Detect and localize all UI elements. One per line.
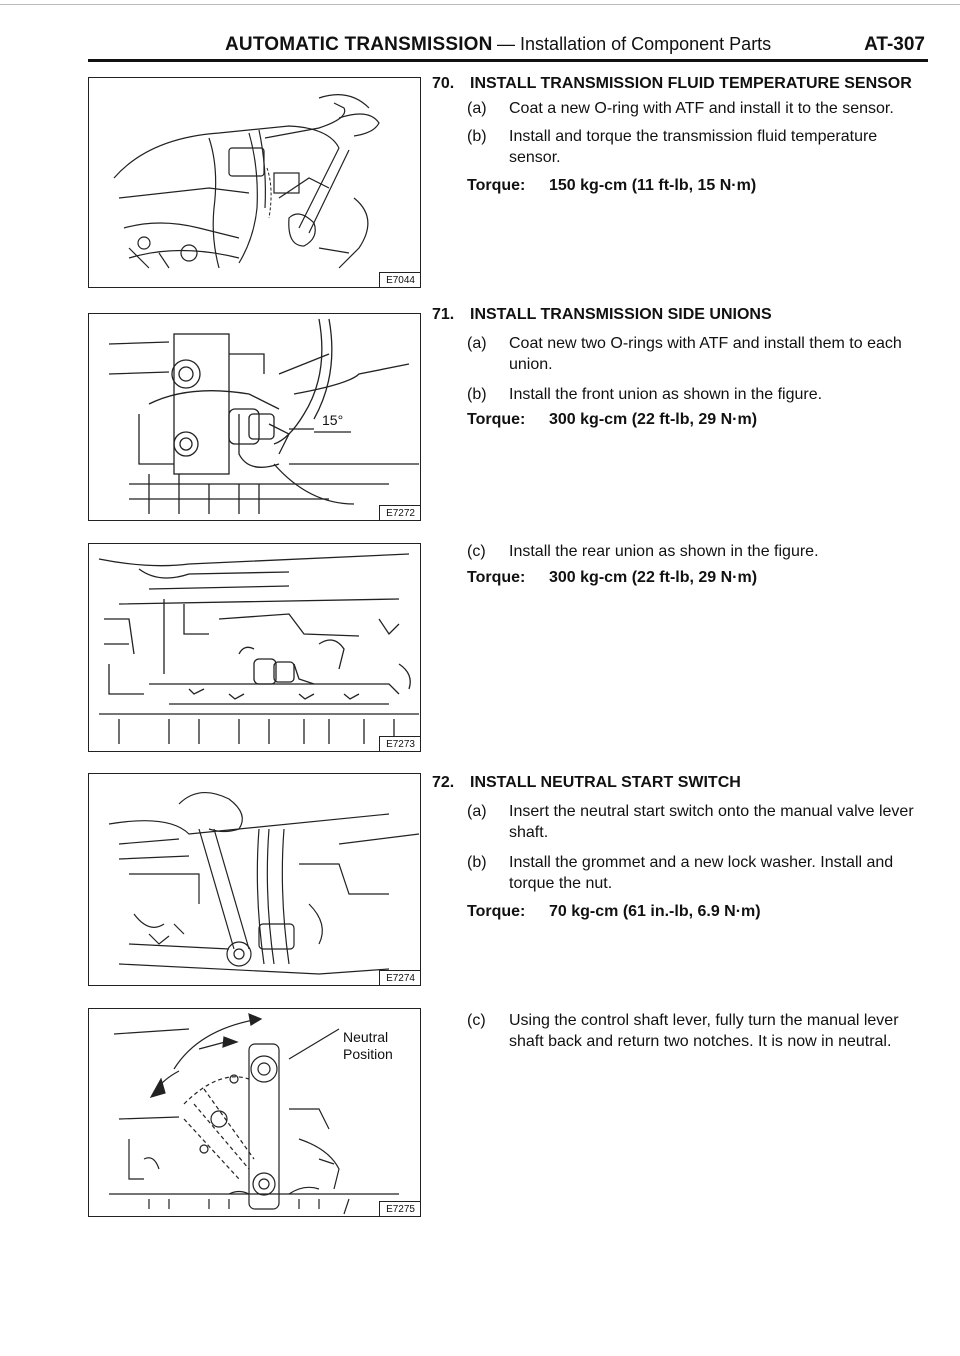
angle-label: 15° bbox=[322, 412, 344, 428]
step-70-title: 70.INSTALL TRANSMISSION FLUID TEMPERATUR… bbox=[432, 75, 912, 92]
step-70-item-b: (b) Install and torque the transmission … bbox=[467, 128, 878, 166]
figure-code: E7275 bbox=[379, 1201, 420, 1216]
step-70-item-a: (a) Coat a new O-ring with ATF and insta… bbox=[467, 100, 894, 117]
step-72-torque: Torque:70 kg-cm (61 in.-lb, 6.9 N·m) bbox=[467, 903, 761, 920]
step-72-item-a: (a) Insert the neutral start switch onto… bbox=[467, 803, 914, 841]
neutral-position-illustration bbox=[109, 1013, 399, 1215]
step-70-torque: Torque:150 kg-cm (11 ft-lb, 15 N·m) bbox=[467, 177, 757, 194]
sensor-install-illustration bbox=[113, 94, 380, 269]
section-title: AUTOMATIC TRANSMISSION bbox=[225, 34, 493, 55]
top-rule bbox=[0, 4, 960, 5]
figure-code: E7044 bbox=[379, 272, 420, 287]
figure-temperature-sensor: E7044 bbox=[88, 77, 421, 288]
page-header: AUTOMATIC TRANSMISSION — Installation of… bbox=[225, 30, 925, 58]
figure-rear-union: E7273 bbox=[88, 543, 421, 752]
rear-union-illustration bbox=[98, 553, 419, 744]
step-71-torque-rear: Torque:300 kg-cm (22 ft-lb, 29 N·m) bbox=[467, 569, 758, 586]
figure-code: E7272 bbox=[379, 505, 420, 520]
step-71-item-a: (a) Coat new two O-rings with ATF and in… bbox=[467, 335, 902, 373]
neutral-switch-illustration bbox=[108, 792, 420, 975]
step-72-title: 72.INSTALL NEUTRAL START SWITCH bbox=[432, 774, 741, 791]
figure-neutral-position: Neutral Position E7275 bbox=[88, 1008, 421, 1217]
front-union-illustration bbox=[108, 318, 419, 514]
neutral-label: Neutral Position bbox=[343, 1029, 393, 1062]
step-71-item-b: (b) Install the front union as shown in … bbox=[467, 386, 823, 403]
step-71-item-c: (c) Install the rear union as shown in t… bbox=[467, 543, 819, 560]
section-subtitle: — Installation of Component Parts bbox=[497, 34, 772, 54]
figure-front-union: 15° E7272 bbox=[88, 313, 421, 521]
page-number: AT-307 bbox=[864, 34, 925, 55]
step-71-title: 71.INSTALL TRANSMISSION SIDE UNIONS bbox=[432, 306, 772, 323]
step-72-item-c: (c) Using the control shaft lever, fully… bbox=[467, 1012, 899, 1050]
header-rule bbox=[88, 59, 928, 62]
figure-code: E7274 bbox=[379, 970, 420, 985]
step-72-item-b: (b) Install the grommet and a new lock w… bbox=[467, 854, 894, 892]
figure-code: E7273 bbox=[379, 736, 420, 751]
step-71-torque-front: Torque:300 kg-cm (22 ft-lb, 29 N·m) bbox=[467, 411, 758, 428]
figure-neutral-switch: E7274 bbox=[88, 773, 421, 986]
